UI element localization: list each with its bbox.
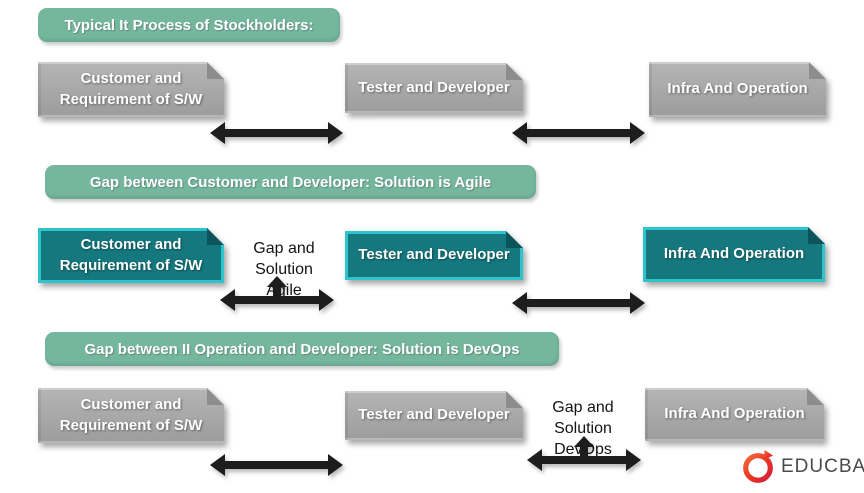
box-customer-requirement-row1: Customer and Requirement of S/W (38, 62, 224, 117)
box-label-line2: Requirement of S/W (59, 416, 203, 434)
box-customer-requirement-row3: Customer and Requirement of S/W (38, 388, 224, 443)
box-customer-requirement-row2: Customer and Requirement of S/W (38, 228, 224, 283)
box-infra-operation-row3: Infra And Operation (645, 388, 824, 441)
arrow-bar (538, 456, 630, 464)
box-tester-developer-row1: Tester and Developer (345, 63, 523, 113)
arrow-bar (221, 129, 332, 137)
gap-label-line1: Gap and Solution (552, 399, 614, 437)
folded-corner-icon (207, 62, 224, 79)
box-label-line1: Customer and (80, 236, 182, 254)
arrow-head-left-icon (527, 449, 542, 471)
box-label: Infra And Operation (667, 80, 808, 98)
gap-label-line1: Gap and Solution (253, 240, 315, 278)
arrow-head-left-icon (512, 292, 527, 314)
box-label: Tester and Developer (358, 78, 510, 96)
arrow-head-right-icon (630, 122, 645, 144)
box-label-line2: Requirement of S/W (59, 256, 203, 274)
folded-corner-icon (808, 227, 825, 244)
section2-title: Gap between Customer and Developer: Solu… (45, 165, 536, 199)
arrow-head-up-icon (267, 276, 287, 287)
folded-corner-icon (207, 228, 224, 245)
arrow-bar (221, 461, 332, 469)
double-arrow-row1-left (210, 122, 343, 144)
section3-title: Gap between II Operation and Developer: … (45, 332, 559, 366)
arrow-bar (523, 129, 634, 137)
folded-corner-icon (807, 388, 824, 405)
arrow-head-left-icon (210, 454, 225, 476)
arrow-head-up-icon (574, 436, 594, 447)
folded-corner-icon (506, 63, 523, 80)
section1-title-text: Typical It Process of Stockholders: (64, 16, 314, 34)
section1-title: Typical It Process of Stockholders: (38, 8, 340, 42)
educba-logo-text: EDUCBA (781, 456, 864, 477)
double-arrow-row1-right (512, 122, 645, 144)
folded-corner-icon (809, 62, 826, 79)
gap-arrow-agile (220, 276, 334, 311)
box-label: Tester and Developer (358, 406, 510, 424)
double-arrow-row3-left (210, 454, 343, 476)
arrow-stem (273, 286, 281, 299)
box-label-line2: Requirement of S/W (59, 90, 203, 108)
educba-logo-icon (743, 450, 774, 483)
box-tester-developer-row2: Tester and Developer (345, 231, 523, 280)
arrow-bar (231, 296, 323, 304)
arrow-head-right-icon (328, 122, 343, 144)
arrow-head-right-icon (328, 454, 343, 476)
gap-arrow-devops (527, 436, 641, 471)
box-infra-operation-row1: Infra And Operation (649, 62, 826, 117)
folded-corner-icon (506, 231, 523, 248)
arrow-stem (580, 446, 588, 459)
arrow-bar (523, 299, 634, 307)
box-label: Infra And Operation (664, 405, 805, 423)
arrow-head-right-icon (630, 292, 645, 314)
folded-corner-icon (207, 388, 224, 405)
box-infra-operation-row2: Infra And Operation (643, 227, 825, 282)
arrow-head-right-icon (319, 289, 334, 311)
arrow-head-left-icon (210, 122, 225, 144)
box-label-line1: Customer and (80, 396, 182, 414)
section3-title-text: Gap between II Operation and Developer: … (84, 340, 520, 358)
box-tester-developer-row3: Tester and Developer (345, 391, 523, 440)
arrow-head-left-icon (220, 289, 235, 311)
educba-logo: EDUCBA (741, 450, 864, 484)
arrow-head-right-icon (626, 449, 641, 471)
double-arrow-row2-right (512, 292, 645, 314)
box-label: Tester and Developer (358, 246, 510, 264)
folded-corner-icon (506, 391, 523, 408)
section2-title-text: Gap between Customer and Developer: Solu… (89, 173, 492, 191)
arrow-head-left-icon (512, 122, 527, 144)
box-label: Infra And Operation (663, 245, 805, 263)
box-label-line1: Customer and (80, 70, 182, 88)
